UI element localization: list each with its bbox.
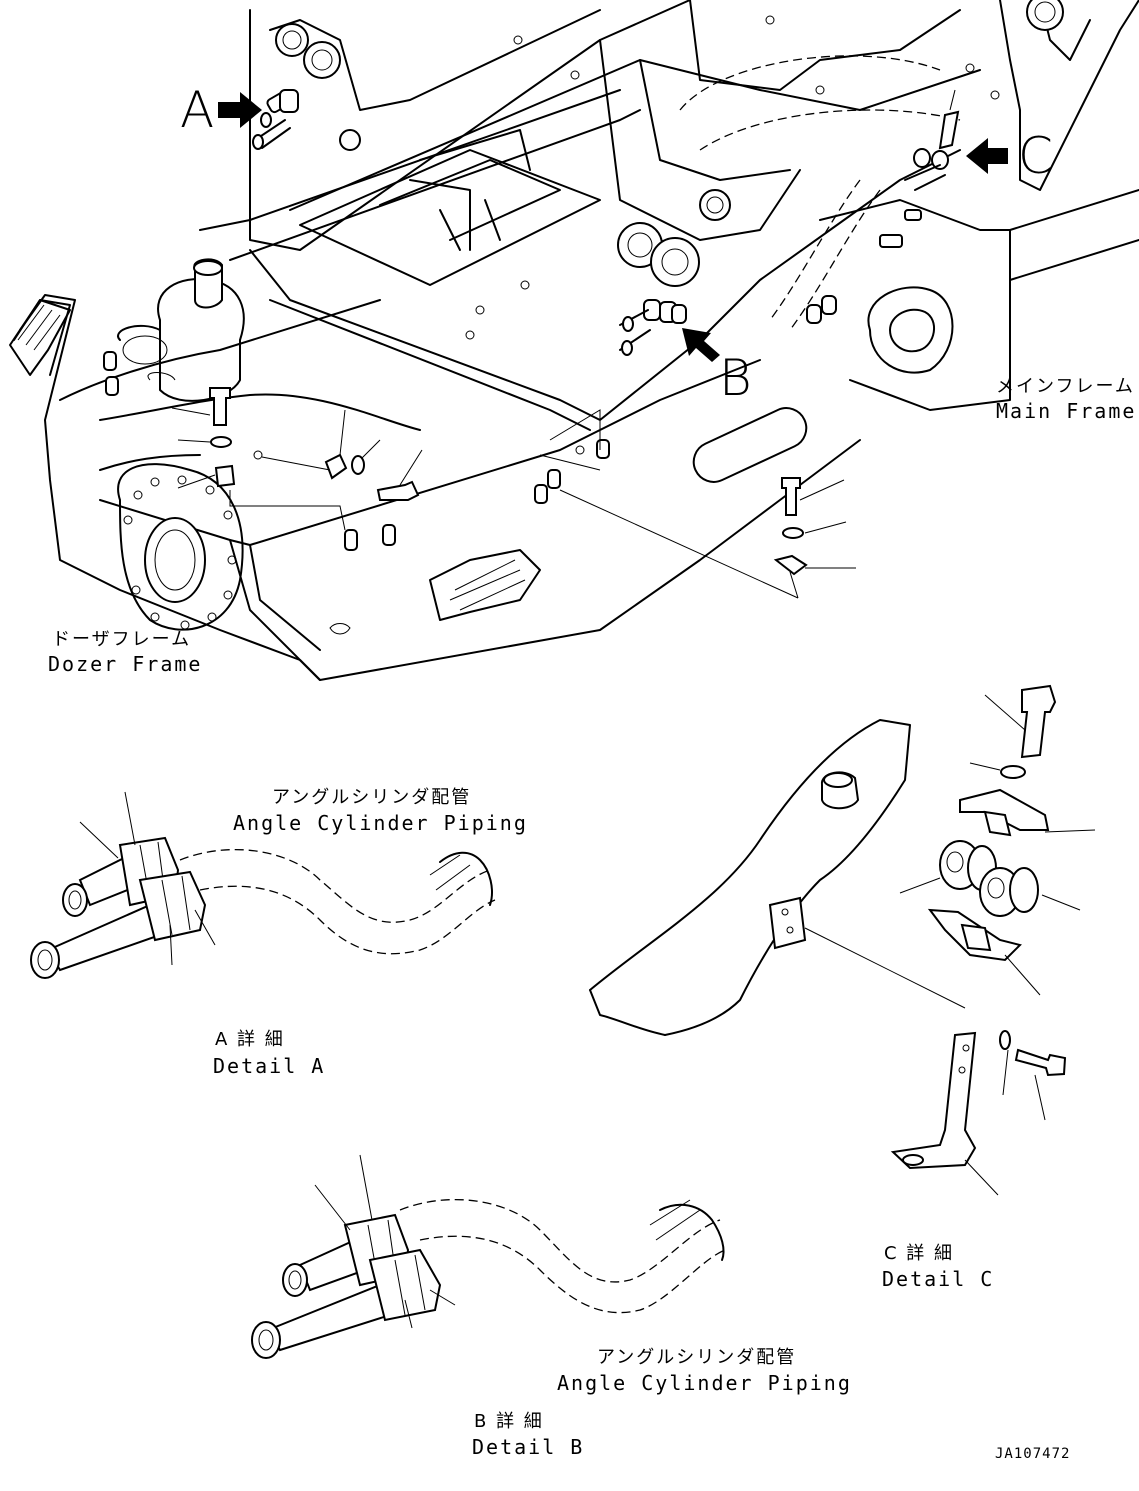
detail-b-title-jp: B 詳 細 (474, 1411, 544, 1432)
document-id: JA107472 (995, 1446, 1071, 1462)
detail-a-title-en: Detail A (213, 1054, 326, 1078)
arrow-c-icon (966, 138, 1008, 174)
exploded-parts-drawing (171, 387, 856, 599)
clamp-b-drawing (619, 299, 687, 356)
clamp-a-drawing (252, 89, 299, 150)
main-frame-jp-label: メインフレーム (996, 376, 1135, 397)
detail-c-drawing (589, 684, 1096, 1196)
detail-a-drawing (30, 791, 496, 979)
detail-c-title-jp: C 詳 細 (884, 1243, 955, 1264)
main-frame-drawing (199, 0, 1139, 483)
detail-b-piping-en-label: Angle Cylinder Piping (557, 1371, 852, 1395)
detail-b-drawing (251, 1154, 726, 1359)
clamp-c-drawing (904, 89, 960, 191)
main-frame-en-label: Main Frame (996, 399, 1137, 423)
detail-b-piping-jp-label: アングルシリンダ配管 (597, 1347, 797, 1368)
detail-c-title-en: Detail C (882, 1267, 995, 1291)
dozer-frame-jp-label: ドーザフレーム (52, 629, 192, 650)
detail-b-title-en: Detail B (472, 1435, 585, 1459)
callout-a-label: A (180, 81, 215, 139)
dozer-frame-en-label: Dozer Frame (48, 652, 203, 676)
arrow-b-icon (682, 328, 720, 362)
detail-a-piping-jp-label: アングルシリンダ配管 (272, 787, 472, 808)
detail-a-piping-en-label: Angle Cylinder Piping (233, 811, 528, 835)
arrow-a-icon (218, 92, 262, 128)
callout-c-label: C (1018, 127, 1053, 185)
callout-b-label: B (719, 349, 752, 407)
detail-a-title-jp: A 詳 細 (215, 1029, 285, 1050)
